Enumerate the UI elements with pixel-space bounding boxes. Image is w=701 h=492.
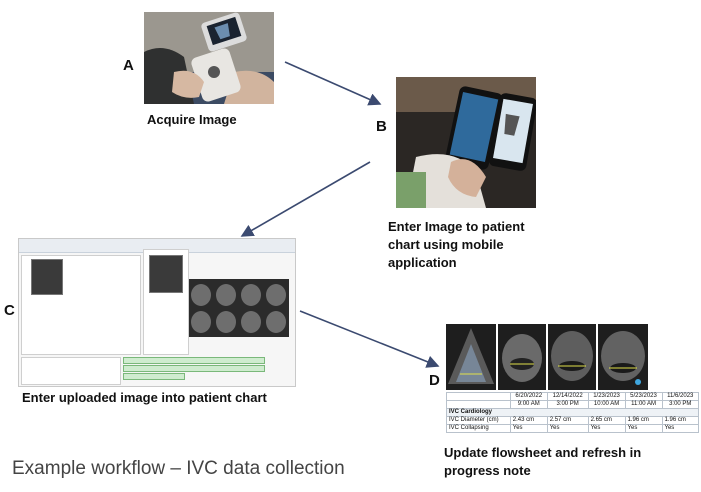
flowsheet-cell: 2.65 cm xyxy=(587,416,626,425)
acquire-image-photo xyxy=(144,12,274,104)
flowsheet-time: 3:00 PM xyxy=(661,400,699,409)
step-caption-a: Acquire Image xyxy=(147,112,237,127)
flowsheet-date: 6/20/2022 xyxy=(509,392,548,401)
ehr-screenshot xyxy=(18,238,296,387)
mobile-app-photo xyxy=(396,77,536,208)
flowsheet-table: 6/20/2022 12/14/2022 1/23/2023 5/23/2023… xyxy=(446,392,699,433)
arrow-a-to-b xyxy=(284,61,382,106)
flowsheet-cell: 1.96 cm xyxy=(624,416,663,425)
ehr-ultrasound-grid xyxy=(189,279,289,337)
ultrasound-probe-icon xyxy=(144,12,274,104)
flowsheet-corner xyxy=(446,400,511,409)
ehr-thumbnail-mid xyxy=(149,255,183,293)
flowsheet-date-row: 6/20/2022 12/14/2022 1/23/2023 5/23/2023… xyxy=(446,392,699,401)
step-letter-c: C xyxy=(4,302,15,319)
flowsheet-cell: Yes xyxy=(509,424,548,433)
ehr-green-row-2 xyxy=(123,365,265,372)
ultrasound-image-icon xyxy=(189,279,289,337)
flowsheet-section-title: IVC Cardiology xyxy=(446,408,699,417)
caption-d-line-1: Update flowsheet and refresh in xyxy=(444,445,642,460)
caption-b-line-1: Enter Image to patient xyxy=(388,219,525,234)
flowsheet-row-label: IVC Collapsing xyxy=(446,424,511,433)
flowsheet-panel: 6/20/2022 12/14/2022 1/23/2023 5/23/2023… xyxy=(446,324,699,434)
ehr-bottom-list xyxy=(21,357,121,385)
ultrasound-image-icon xyxy=(502,334,542,382)
flowsheet-cell: 2.57 cm xyxy=(546,416,589,425)
flowsheet-image-2 xyxy=(498,324,546,390)
caption-b-line-3: application xyxy=(388,255,457,270)
flowsheet-time: 11:00 AM xyxy=(624,400,663,409)
flowsheet-cell: Yes xyxy=(546,424,589,433)
flowsheet-cell: Yes xyxy=(661,424,699,433)
step-caption-c: Enter uploaded image into patient chart xyxy=(22,390,267,405)
table-row: IVC Diameter (cm) 2.43 cm 2.57 cm 2.65 c… xyxy=(446,416,699,425)
footer-title: Example workflow – IVC data collection xyxy=(12,458,345,479)
step-letter-a: A xyxy=(123,57,134,74)
flowsheet-time: 3:00 PM xyxy=(546,400,589,409)
flowsheet-time: 10:00 AM xyxy=(587,400,626,409)
ehr-thumbnail-left xyxy=(31,259,63,295)
caption-d-line-2: progress note xyxy=(444,463,531,478)
flowsheet-date: 5/23/2023 xyxy=(624,392,663,401)
flowsheet-cell: 1.96 cm xyxy=(661,416,699,425)
step-letter-d: D xyxy=(429,372,440,389)
flowsheet-date: 12/14/2022 xyxy=(546,392,589,401)
flowsheet-time: 9:00 AM xyxy=(509,400,548,409)
flowsheet-section-row: IVC Cardiology xyxy=(446,408,699,417)
smartphone-icon xyxy=(396,77,536,208)
arrow-c-to-d xyxy=(299,310,440,368)
ehr-green-row-3 xyxy=(123,373,185,380)
step-caption-b: Enter Image to patient chart using mobil… xyxy=(388,218,525,272)
step-letter-b: B xyxy=(376,118,387,135)
ultrasound-image-icon xyxy=(448,328,494,384)
flowsheet-cell: 2.43 cm xyxy=(509,416,548,425)
flowsheet-cell: Yes xyxy=(587,424,626,433)
ultrasound-image-icon xyxy=(551,331,593,381)
flowsheet-date: 1/23/2023 xyxy=(587,392,626,401)
flowsheet-date: 11/6/2023 xyxy=(661,392,699,401)
table-row: IVC Collapsing Yes Yes Yes Yes Yes xyxy=(446,424,699,433)
caption-b-line-2: chart using mobile xyxy=(388,237,504,252)
flowsheet-image-3 xyxy=(548,324,596,390)
flowsheet-corner xyxy=(446,392,511,401)
flowsheet-image-1 xyxy=(446,324,496,390)
ehr-green-row-1 xyxy=(123,357,265,364)
step-caption-d: Update flowsheet and refresh in progress… xyxy=(444,444,641,480)
ultrasound-image-icon xyxy=(601,331,645,385)
flowsheet-image-4 xyxy=(598,324,648,390)
flowsheet-cell: Yes xyxy=(624,424,663,433)
flowsheet-row-label: IVC Diameter (cm) xyxy=(446,416,511,425)
flowsheet-time-row: 9:00 AM 3:00 PM 10:00 AM 11:00 AM 3:00 P… xyxy=(446,400,699,409)
arrow-b-to-c xyxy=(240,161,371,237)
